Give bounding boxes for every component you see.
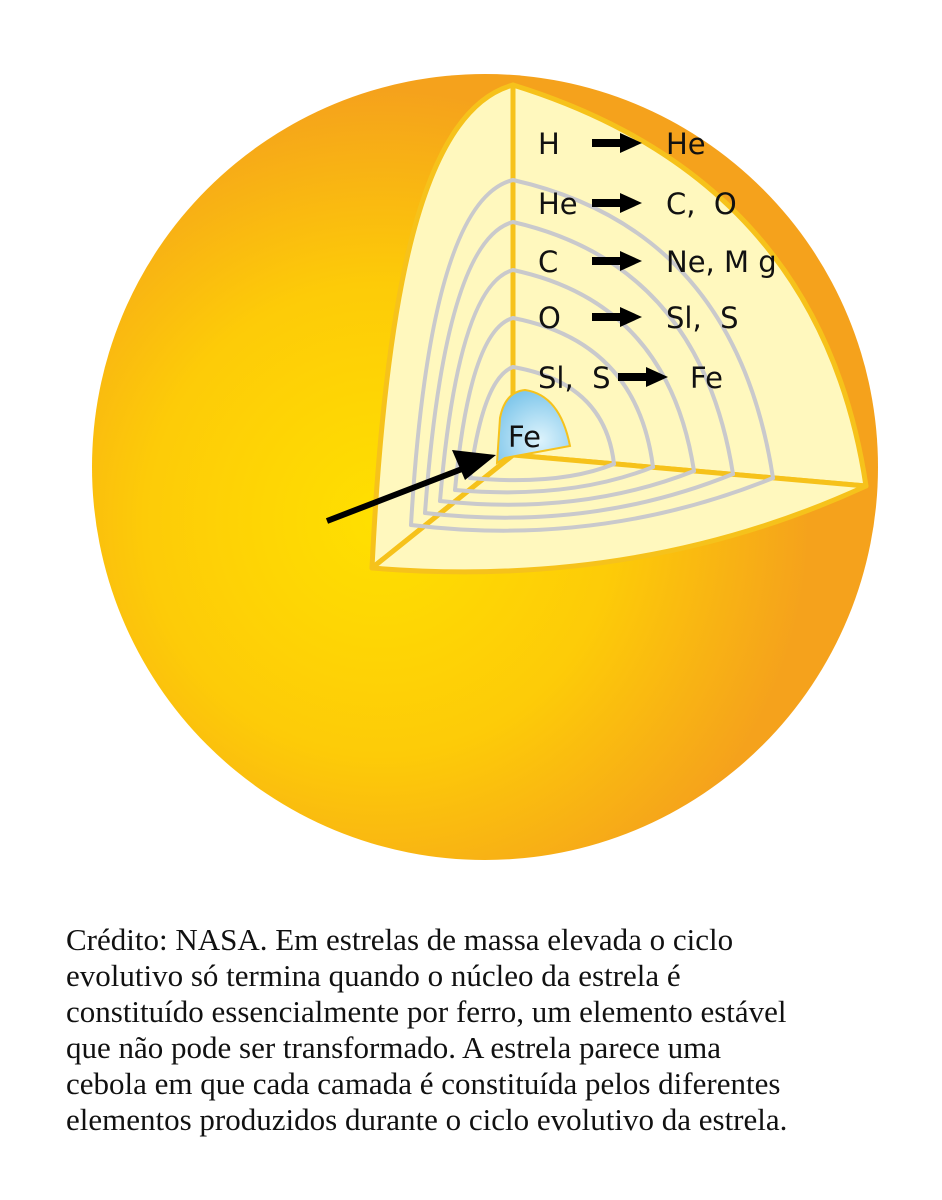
- cutaway-right-face: [510, 82, 869, 489]
- reaction-input-label: O: [538, 301, 561, 335]
- caption-line: constituído essencialmente por ferro, um…: [66, 994, 787, 1029]
- reaction-row: H He: [538, 127, 706, 161]
- cutaway-section: [369, 82, 869, 575]
- caption: Crédito: NASA. Em estrelas de massa elev…: [66, 922, 916, 1138]
- reaction-product-label: Fe: [690, 361, 723, 395]
- reaction-row: O Sl, S: [538, 301, 739, 335]
- reaction-product-label: C, O: [666, 187, 737, 221]
- reaction-product-label: He: [666, 127, 706, 161]
- reaction-product-label: Sl, S: [666, 301, 739, 335]
- reaction-arrow-icon: [592, 133, 642, 153]
- caption-line: que não pode ser transformado. A estrela…: [66, 1030, 722, 1065]
- core-label: Fe: [508, 420, 541, 454]
- reaction-row: Sl, S Fe: [538, 361, 723, 395]
- cutaway-bottom-face: [369, 452, 869, 575]
- reaction-input-label: C: [538, 245, 558, 279]
- caption-line: Crédito: NASA. Em estrelas de massa elev…: [66, 922, 734, 957]
- reaction-product-label: Ne, M g: [666, 245, 777, 279]
- caption-line: elementos produzidos durante o ciclo evo…: [66, 1102, 788, 1137]
- reaction-arrow-icon: [618, 367, 668, 387]
- reaction-input-label: He: [538, 187, 578, 221]
- reaction-row: He C, O: [538, 187, 737, 221]
- reaction-input-label: H: [538, 127, 560, 161]
- core-pointer-arrow: [325, 450, 496, 524]
- reaction-arrow-icon: [592, 251, 642, 271]
- reaction-input-label: Sl, S: [538, 361, 611, 395]
- reaction-arrow-icon: [592, 193, 642, 213]
- reaction-row: C Ne, M g: [538, 245, 777, 279]
- caption-line: evolutivo só termina quando o núcleo da …: [66, 958, 681, 993]
- caption-line: cebola em que cada camada é constituída …: [66, 1066, 781, 1101]
- reaction-arrow-icon: [592, 307, 642, 327]
- iron-core: [495, 388, 572, 465]
